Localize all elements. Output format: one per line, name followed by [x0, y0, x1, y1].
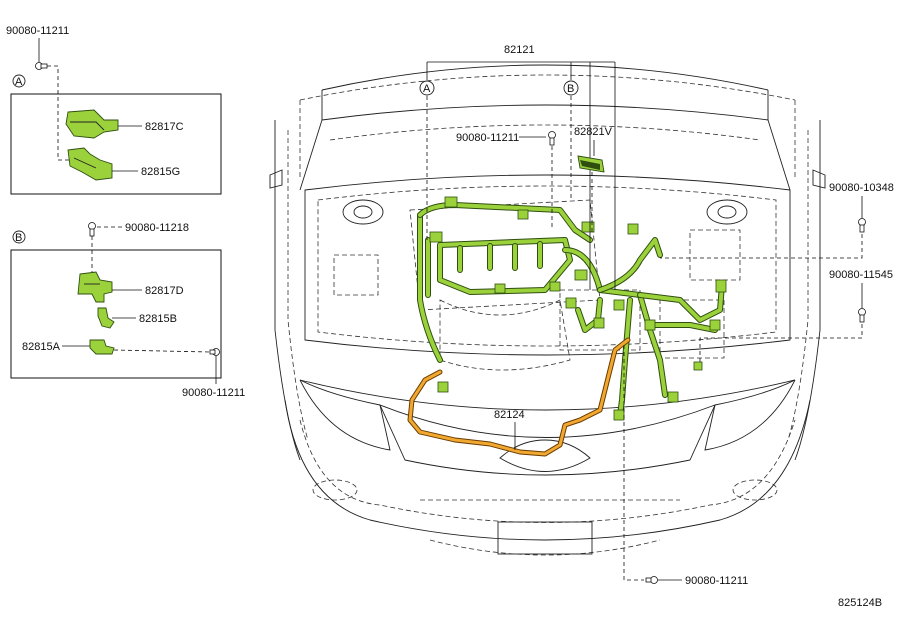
relay-block-82821v-part[interactable]	[577, 155, 605, 173]
detail-a-group: 90080-11211 A 82817C 82815G	[6, 25, 222, 195]
dash-leader	[660, 234, 863, 259]
top-callouts: 82121 A B 90080-11211 82821V	[419, 44, 616, 290]
detail-b-box	[10, 249, 222, 379]
label-82817d: 82817D	[145, 285, 184, 297]
bracket-82817d-part[interactable]	[77, 271, 113, 303]
harness-82121-wire[interactable]	[417, 202, 725, 418]
label-82817c: 82817C	[145, 121, 184, 133]
bracket-82815b-part[interactable]	[97, 307, 115, 329]
harness-82124-wire[interactable]	[407, 337, 631, 457]
detail-a-box	[10, 93, 222, 195]
callout-a-circle-main	[419, 80, 435, 96]
dash-leader	[113, 349, 211, 353]
bolt-icon[interactable]	[88, 222, 96, 237]
right-callouts: 90080-10348 90080-11545	[660, 182, 894, 362]
bolt-icon[interactable]	[858, 308, 866, 323]
harness-connectors	[429, 196, 727, 421]
callout-a-main-label: A	[423, 83, 431, 95]
bracket-82817c-part[interactable]	[65, 109, 119, 139]
bracket-82815g-part[interactable]	[67, 147, 113, 181]
callout-a-label: A	[15, 76, 23, 88]
label-82821v: 82821V	[574, 126, 613, 138]
label-82815b: 82815B	[139, 313, 177, 325]
dash-leader	[623, 345, 644, 581]
callout-b-circle-main	[563, 80, 579, 96]
callout-a-circle	[12, 74, 26, 88]
car-body-outline	[269, 64, 826, 556]
bolt-label-bottom: 90080-11211	[685, 575, 748, 587]
label-82815a: 82815A	[22, 341, 61, 353]
label-82124: 82124	[494, 409, 525, 421]
bottom-callouts: 82124 90080-11211 825124B	[494, 345, 882, 609]
label-82815g: 82815G	[141, 166, 180, 178]
bolt-label-10348: 90080-10348	[829, 182, 894, 194]
label-82121: 82121	[504, 44, 535, 56]
leader-line	[426, 62, 616, 290]
bolt-icon[interactable]	[548, 131, 556, 146]
bracket-82815a-part[interactable]	[89, 339, 115, 355]
bolt-label-bottom-left: 90080-11211	[182, 387, 245, 399]
diagram-code: 825124B	[838, 597, 882, 609]
bolt-label-11545: 90080-11545	[829, 269, 893, 281]
bolt-label-center: 90080-11211	[456, 132, 519, 144]
bolt-icon[interactable]	[35, 62, 48, 70]
bolt-icon[interactable]	[645, 576, 658, 584]
bolt-icon[interactable]	[209, 348, 220, 356]
dash-leader	[47, 65, 74, 161]
detail-b-group: B 90080-11218 82817D 82815B 82815A	[10, 222, 245, 399]
callout-b-label: B	[15, 232, 22, 244]
callout-b-circle	[12, 230, 26, 244]
callout-b-main-label: B	[567, 83, 574, 95]
dash-leader	[699, 324, 863, 362]
bolt-label-top-left: 90080-11211	[6, 25, 69, 37]
bolt-icon[interactable]	[858, 218, 866, 233]
bolt-label-11218: 90080-11218	[125, 222, 189, 234]
